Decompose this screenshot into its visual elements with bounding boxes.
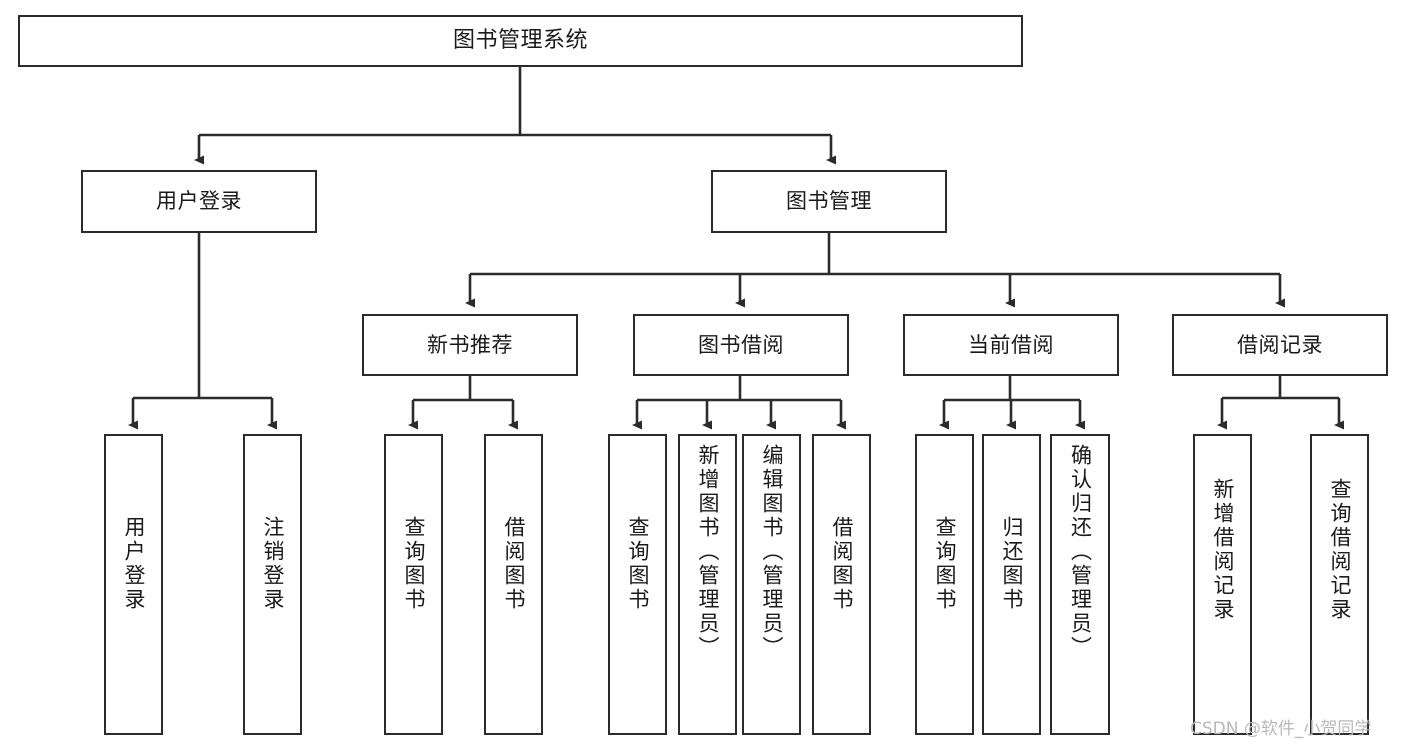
node-new-book-recommend[interactable]: 新书推荐: [362, 314, 578, 376]
node-book-management[interactable]: 图书管理: [711, 170, 947, 233]
leaf-borrow-query-book[interactable]: 查询图书: [608, 434, 667, 735]
node-label: 编辑图书（管理员）: [760, 444, 784, 660]
leaf-user-login[interactable]: 用户登录: [104, 434, 163, 735]
node-borrow-record[interactable]: 借阅记录: [1172, 314, 1388, 376]
node-label: 注销登录: [261, 516, 285, 612]
node-label: 归还图书: [1000, 516, 1024, 612]
node-label: 查询图书: [933, 516, 957, 612]
leaf-borrow-borrow-book[interactable]: 借阅图书: [812, 434, 871, 735]
leaf-record-query-record[interactable]: 查询借阅记录: [1310, 434, 1369, 735]
leaf-current-return-book[interactable]: 归还图书: [982, 434, 1041, 735]
node-label: 图书借阅: [698, 332, 784, 357]
leaf-current-query-book[interactable]: 查询图书: [915, 434, 974, 735]
node-label: 新书推荐: [427, 332, 513, 357]
node-label: 查询借阅记录: [1328, 478, 1352, 622]
leaf-current-confirm-return-admin[interactable]: 确认归还（管理员）: [1050, 434, 1110, 735]
watermark: CSDN @软件_小贺同学: [1190, 719, 1372, 739]
node-current-borrow[interactable]: 当前借阅: [903, 314, 1119, 376]
node-root-system[interactable]: 图书管理系统: [18, 15, 1023, 67]
leaf-borrow-edit-book-admin[interactable]: 编辑图书（管理员）: [742, 434, 801, 735]
node-book-borrow[interactable]: 图书借阅: [633, 314, 849, 376]
node-label: 查询图书: [626, 516, 650, 612]
node-user-login[interactable]: 用户登录: [81, 170, 317, 233]
node-label: 图书管理: [786, 189, 872, 214]
leaf-recommend-query-book[interactable]: 查询图书: [384, 434, 443, 735]
node-label: 图书管理系统: [452, 28, 588, 54]
leaf-user-logout[interactable]: 注销登录: [243, 434, 302, 735]
node-label: 当前借阅: [968, 332, 1054, 357]
node-label: 借阅图书: [830, 516, 854, 612]
node-label: 借阅图书: [502, 516, 526, 612]
node-label: 借阅记录: [1237, 332, 1323, 357]
leaf-borrow-add-book-admin[interactable]: 新增图书（管理员）: [678, 434, 737, 735]
node-label: 用户登录: [156, 189, 242, 214]
leaf-record-add-record[interactable]: 新增借阅记录: [1193, 434, 1252, 735]
leaf-recommend-borrow-book[interactable]: 借阅图书: [484, 434, 543, 735]
node-label: 用户登录: [122, 516, 146, 612]
node-label: 新增借阅记录: [1211, 478, 1235, 622]
node-label: 确认归还（管理员）: [1068, 444, 1093, 660]
node-label: 新增图书（管理员）: [696, 444, 720, 660]
node-label: 查询图书: [402, 516, 426, 612]
